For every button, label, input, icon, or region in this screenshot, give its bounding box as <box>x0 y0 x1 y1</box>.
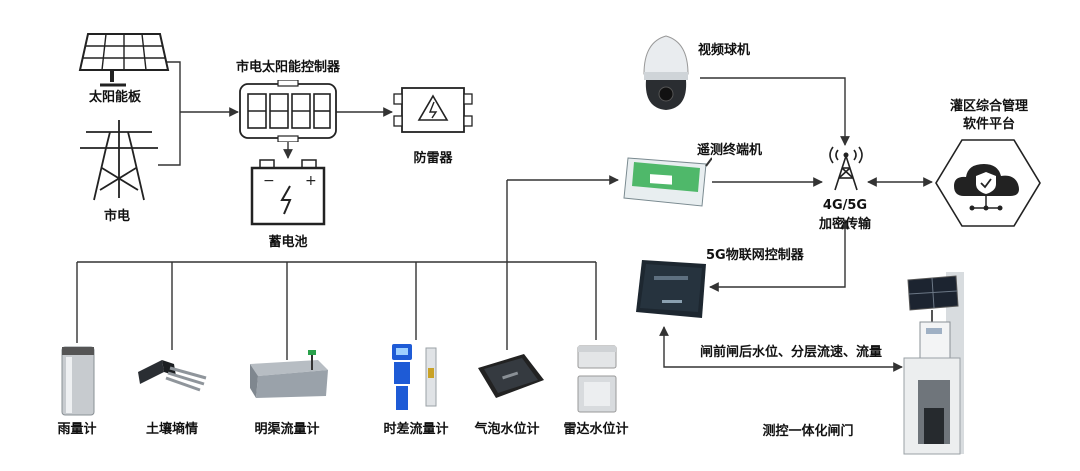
svg-text:+: + <box>305 173 317 189</box>
open-channel-flowmeter-icon <box>250 350 328 398</box>
surge-protector-icon <box>393 87 473 133</box>
solar-controller-icon <box>239 80 337 142</box>
dome-camera-icon <box>643 35 689 110</box>
dome-camera-label: 视频球机 <box>698 43 751 58</box>
controller-label: 市电太阳能控制器 <box>235 60 341 75</box>
rtu-device-icon <box>623 157 712 207</box>
grid-label: 市电 <box>103 209 131 224</box>
gate-measurement-label: 闸前闸后水位、分层流速、流量 <box>700 345 883 360</box>
transit-time-flowmeter-icon <box>392 344 437 410</box>
rain-gauge-icon <box>61 346 95 416</box>
integrated-gate-icon <box>903 272 964 455</box>
solar-panel-icon <box>78 33 170 87</box>
svg-text:−: − <box>263 173 275 189</box>
rtu-label: 遥测终端机 <box>697 143 763 158</box>
sensor-label-bubble-level-gauge: 气泡水位计 <box>474 422 540 437</box>
transmission-label-line2: 加密传输 <box>818 217 872 232</box>
surge-protector-label: 防雷器 <box>413 151 453 166</box>
sensor-label-open-channel-flowmeter: 明渠流量计 <box>254 422 320 437</box>
sensor-label-rain-gauge: 雨量计 <box>57 422 97 437</box>
iot-controller-icon <box>636 260 706 318</box>
solar-panel-label: 太阳能板 <box>88 90 142 105</box>
integrated-gate-label: 测控一体化闸门 <box>762 424 854 439</box>
cloud-platform-icon <box>935 139 1041 227</box>
sensor-label-radar-level-gauge: 雷达水位计 <box>563 422 629 437</box>
signal-tower-icon <box>829 146 863 191</box>
platform-label-line1: 灌区综合管理 <box>949 99 1029 114</box>
transmission-label-line1: 4G/5G <box>822 198 868 213</box>
iot-controller-label: 5G物联网控制器 <box>706 248 804 263</box>
battery-icon: − + <box>250 159 326 226</box>
soil-moisture-sensor-icon <box>138 360 207 392</box>
bubble-level-gauge-icon <box>478 354 544 398</box>
sensor-label-soil-moisture: 土壤墒情 <box>145 422 199 437</box>
power-tower-icon <box>80 120 158 201</box>
radar-level-gauge-icon <box>577 345 617 413</box>
battery-label: 蓄电池 <box>268 235 308 250</box>
sensor-label-transit-time-flowmeter: 时差流量计 <box>383 422 449 437</box>
platform-label-line2: 软件平台 <box>962 117 1016 132</box>
